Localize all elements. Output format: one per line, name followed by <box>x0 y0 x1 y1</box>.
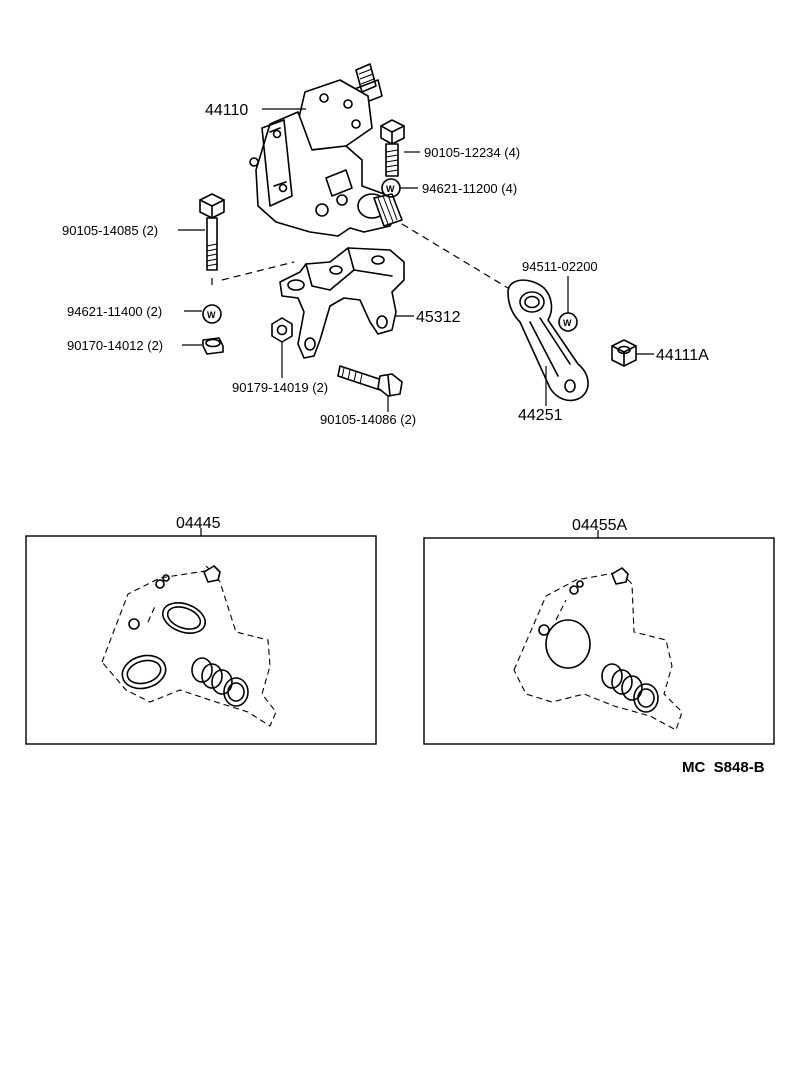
label-bolt-bottom: 90105-14086 (2) <box>320 412 416 427</box>
kit-box-right[interactable] <box>423 530 775 745</box>
label-kit-right: 04455A <box>572 517 627 534</box>
label-bolt-top: 90105-12234 (4) <box>424 145 520 160</box>
label-nut-mid: 90179-14019 (2) <box>232 380 328 395</box>
washer-mark-left: W <box>207 310 216 320</box>
bottom-bolt[interactable] <box>337 365 403 397</box>
mid-nut[interactable] <box>271 317 293 343</box>
label-nut-right: 44111A <box>656 347 709 364</box>
arm-washer[interactable]: W <box>558 312 578 332</box>
alignment-line-right <box>401 223 509 289</box>
label-bolt-left: 90105-14085 (2) <box>62 223 158 238</box>
label-washer-arm: 94511-02200 <box>522 259 598 274</box>
label-kit-left: 04445 <box>176 515 221 532</box>
left-washer[interactable]: W <box>202 304 222 324</box>
washer-mark-arm: W <box>563 318 572 328</box>
mounting-bracket[interactable] <box>279 247 405 359</box>
top-bolt[interactable] <box>380 119 405 177</box>
label-nut-left: 90170-14012 (2) <box>67 338 163 353</box>
right-nut[interactable] <box>611 339 637 367</box>
label-washer-top: 94621-11200 (4) <box>422 181 517 196</box>
kit-box-left[interactable] <box>25 528 377 745</box>
label-pitman-arm: 44251 <box>518 407 563 424</box>
reference-code: MC S848-B <box>682 759 765 776</box>
alignment-line-left <box>221 261 295 281</box>
label-bracket: 45312 <box>416 309 461 326</box>
left-bolt[interactable] <box>199 193 225 271</box>
washer-mark: W <box>386 184 395 194</box>
label-washer-left: 94621-11400 (2) <box>67 304 162 319</box>
pitman-arm[interactable] <box>507 279 589 402</box>
label-44110: 44110 <box>205 102 248 119</box>
steering-gear-housing[interactable] <box>249 63 403 237</box>
left-nut[interactable] <box>202 337 224 355</box>
